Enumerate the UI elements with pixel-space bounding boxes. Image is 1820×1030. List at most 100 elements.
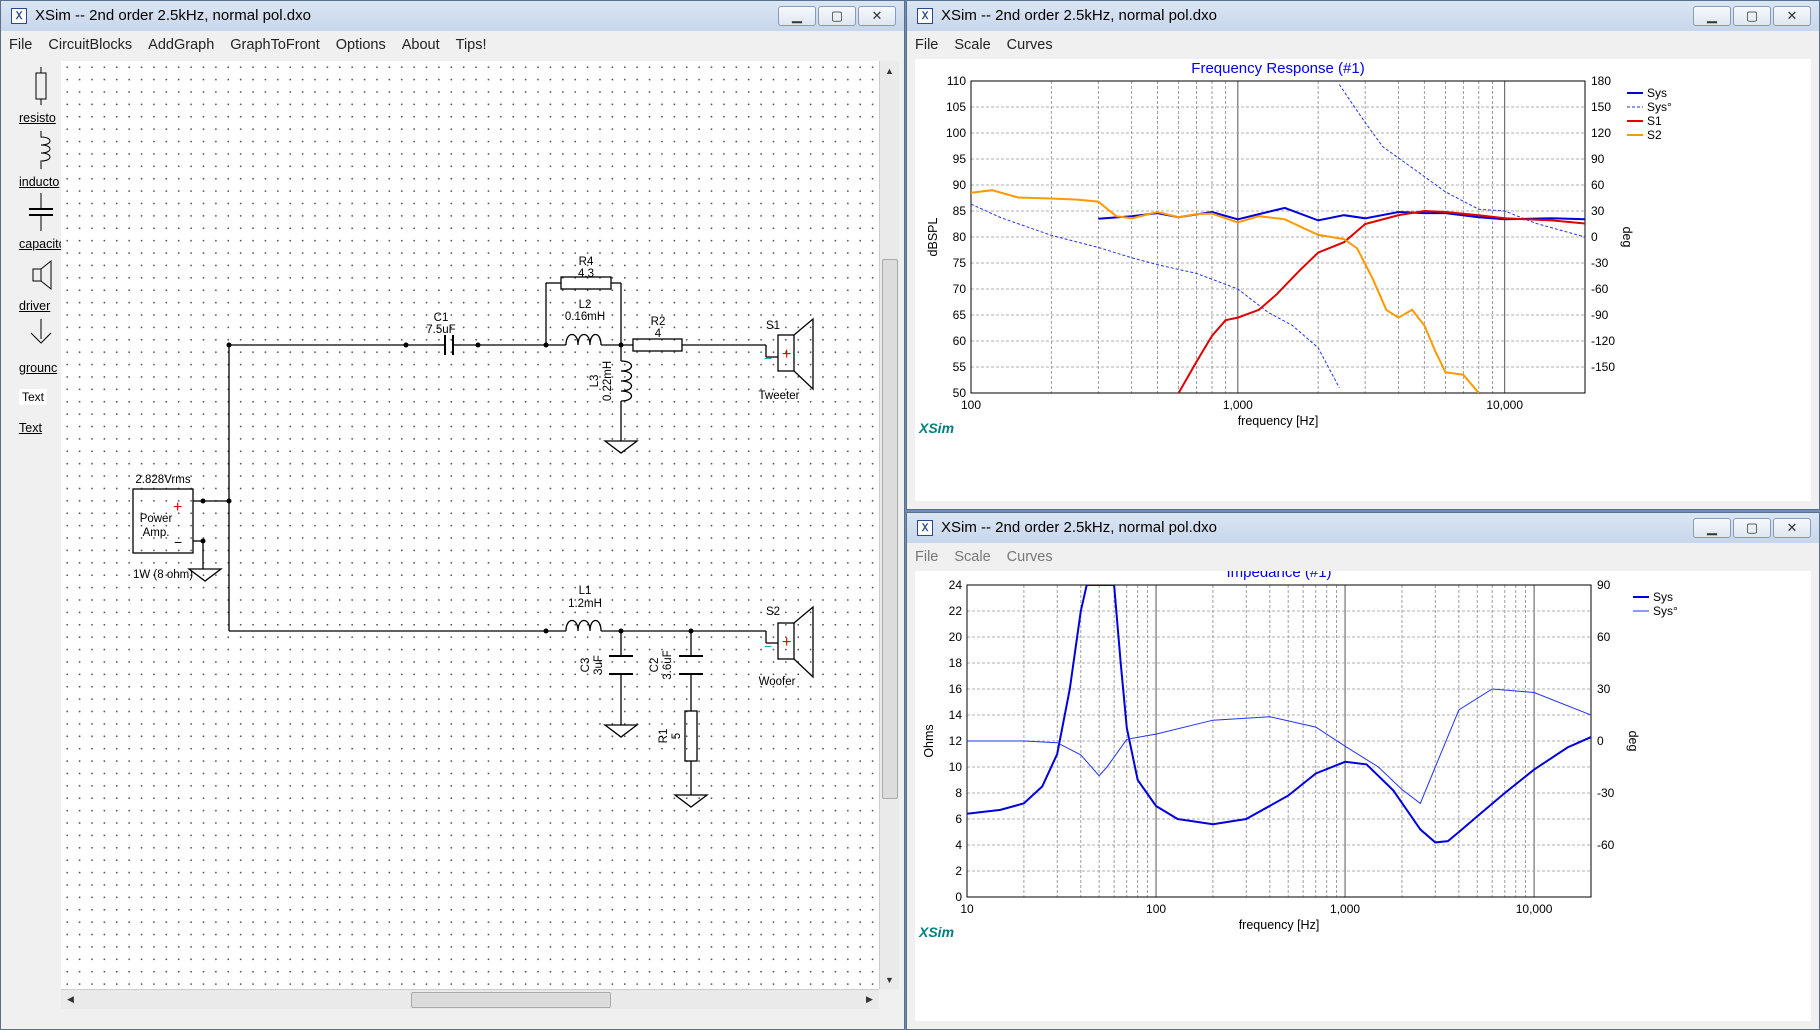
vertical-scroll-thumb[interactable]	[882, 259, 898, 799]
y-tick-label: 85	[953, 204, 967, 218]
minimize-icon: ▁	[1707, 520, 1717, 535]
scroll-down-icon[interactable]: ▼	[885, 974, 894, 985]
y2-tick-label: 120	[1591, 126, 1611, 140]
amp-voltage: 2.828Vrms	[135, 474, 190, 486]
menu-curves[interactable]: Curves	[1006, 37, 1053, 53]
tool-text[interactable]: Text	[7, 421, 65, 445]
y2-tick-label: 180	[1591, 74, 1611, 88]
menu-scale[interactable]: Scale	[954, 549, 991, 565]
menu-file[interactable]: File	[9, 37, 33, 53]
l3-name: L3	[589, 375, 601, 388]
close-button[interactable]: ✕	[858, 6, 896, 26]
ground-symbol[interactable]	[603, 440, 639, 454]
close-icon: ✕	[1786, 520, 1798, 535]
resistor-r4[interactable]	[560, 276, 612, 290]
close-button[interactable]: ✕	[1773, 6, 1811, 26]
inductor-l3[interactable]	[620, 360, 633, 402]
inductor-l1[interactable]	[565, 619, 602, 632]
capacitor-c1[interactable]	[436, 335, 462, 355]
minimize-button[interactable]: ▁	[1693, 6, 1731, 26]
menu-options[interactable]: Options	[335, 37, 386, 53]
imp-titlebar[interactable]: Ⅹ XSim -- 2nd order 2.5kHz, normal pol.d…	[907, 513, 1819, 543]
scroll-left-icon[interactable]: ◀	[67, 994, 74, 1004]
y2-tick-label: -60	[1591, 282, 1609, 296]
menu-file[interactable]: File	[915, 549, 939, 565]
component-toolbox: resisto inducto capacito driver gro	[7, 61, 66, 1017]
menu-curves[interactable]: Curves	[1006, 549, 1053, 565]
scroll-up-icon[interactable]: ▲	[885, 65, 894, 76]
s1-label: Tweeter	[759, 390, 800, 402]
menu-tips[interactable]: Tips!	[455, 37, 487, 53]
x-axis-label: frequency [Hz]	[1239, 918, 1320, 932]
vertical-scrollbar[interactable]: ▲ ▼	[879, 61, 899, 989]
y-tick-label: 55	[953, 360, 967, 374]
y2-tick-label: 60	[1597, 630, 1611, 644]
app-icon: Ⅹ	[917, 520, 933, 536]
maximize-button[interactable]: ▢	[1733, 518, 1771, 538]
legend-label: Sys	[1647, 86, 1667, 100]
minimize-icon: ▁	[1707, 8, 1717, 23]
maximize-icon: ▢	[830, 8, 844, 23]
y2-axis-label: deg	[1626, 731, 1640, 752]
capacitor-c2[interactable]	[679, 655, 703, 675]
schematic-canvas[interactable]: + − + − + − C1 7.5uF R4 4.3 L2 0.16mH R2…	[61, 61, 879, 989]
menu-circuitblocks[interactable]: CircuitBlocks	[48, 37, 133, 53]
capacitor-c3[interactable]	[609, 655, 633, 675]
y-tick-label: 65	[953, 308, 967, 322]
close-button[interactable]: ✕	[1773, 518, 1811, 538]
speaker-s2[interactable]	[777, 605, 814, 679]
schematic-menubar: File CircuitBlocks AddGraph GraphToFront…	[1, 33, 904, 55]
maximize-button[interactable]: ▢	[818, 6, 856, 26]
x-tick-label: 100	[1146, 902, 1166, 916]
y2-tick-label: -30	[1597, 786, 1615, 800]
legend-label: Sys°	[1647, 100, 1672, 114]
x-tick-label: 1,000	[1330, 902, 1360, 916]
menu-scale[interactable]: Scale	[954, 37, 991, 53]
resistor-r2[interactable]	[632, 338, 683, 352]
menu-graphtofront[interactable]: GraphToFront	[230, 37, 320, 53]
minimize-button[interactable]: ▁	[1693, 518, 1731, 538]
horizontal-scroll-thumb[interactable]	[411, 992, 611, 1008]
power-amp-block[interactable]	[132, 488, 194, 554]
window-title: XSim -- 2nd order 2.5kHz, normal pol.dxo	[941, 7, 1217, 24]
imp-menubar: File Scale Curves	[907, 545, 1819, 567]
tool-label-resistor: resisto	[19, 111, 56, 125]
fr-titlebar[interactable]: Ⅹ XSim -- 2nd order 2.5kHz, normal pol.d…	[907, 1, 1819, 31]
chart-title: Frequency Response (#1)	[1191, 60, 1364, 77]
y-tick-label: 0	[955, 890, 962, 904]
tool-driver[interactable]: driver	[7, 255, 65, 315]
resistor-r1[interactable]	[684, 710, 698, 762]
speaker-s1[interactable]	[777, 317, 814, 391]
y-tick-label: 14	[949, 708, 963, 722]
minimize-button[interactable]: ▁	[778, 6, 816, 26]
circuit-diagram: + − + − + − C1 7.5uF R4 4.3 L2 0.16mH R2…	[132, 256, 814, 808]
ground-symbol[interactable]	[603, 724, 639, 738]
s1-minus: −	[764, 350, 772, 366]
scroll-right-icon[interactable]: ▶	[866, 994, 873, 1004]
series-line-Sys-phase	[967, 688, 1591, 805]
resistor-icon	[35, 67, 47, 105]
schematic-titlebar[interactable]: Ⅹ XSim -- 2nd order 2.5kHz, normal pol.d…	[1, 1, 904, 31]
menu-addgraph[interactable]: AddGraph	[148, 37, 215, 53]
amp-rating: 1W (8 ohm)	[133, 569, 193, 581]
menu-file[interactable]: File	[915, 37, 939, 53]
maximize-button[interactable]: ▢	[1733, 6, 1771, 26]
horizontal-scrollbar[interactable]: ◀ ▶	[61, 989, 879, 1009]
tool-resistor[interactable]: resisto	[7, 67, 65, 127]
y-tick-label: 22	[949, 604, 963, 618]
tool-text-box[interactable]: Text	[7, 389, 65, 413]
menu-about[interactable]: About	[401, 37, 440, 53]
ground-symbol[interactable]	[673, 794, 709, 808]
tool-capacitor[interactable]: capacito	[7, 193, 66, 253]
tool-inductor[interactable]: inducto	[7, 131, 65, 191]
y2-tick-label: 60	[1591, 178, 1605, 192]
amp-minus: −	[174, 534, 182, 550]
y2-tick-label: -90	[1591, 308, 1609, 322]
ground-symbol[interactable]	[187, 568, 223, 582]
inductor-l2[interactable]	[565, 333, 602, 346]
y-tick-label: 90	[953, 178, 967, 192]
tool-ground[interactable]: grounc	[7, 317, 65, 377]
series-line-S2	[971, 189, 1480, 393]
